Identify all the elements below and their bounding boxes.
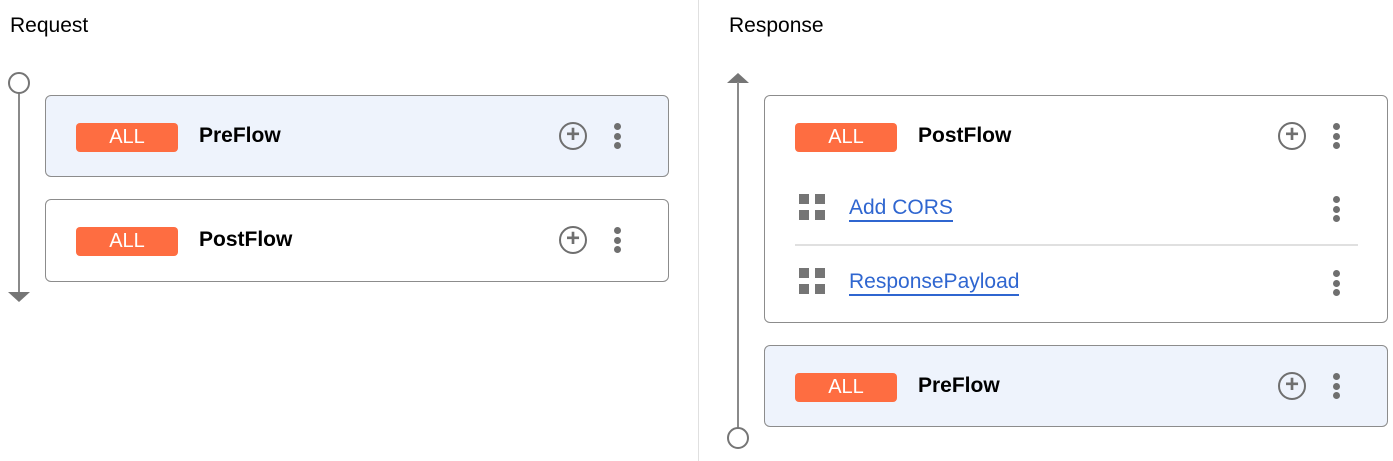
arrow-up-icon	[727, 73, 749, 83]
method-badge: ALL	[76, 123, 178, 152]
more-vert-icon[interactable]	[1332, 270, 1340, 296]
step-link-response-payload[interactable]: ResponsePayload	[849, 270, 1020, 296]
request-postflow-card[interactable]: ALL PostFlow +	[45, 199, 669, 282]
add-step-plus-icon[interactable]: +	[559, 122, 587, 150]
request-title: Request	[10, 14, 89, 37]
method-badge: ALL	[795, 123, 897, 152]
add-step-plus-icon[interactable]: +	[559, 226, 587, 254]
method-badge: ALL	[76, 227, 178, 256]
timeline-end-circle-icon	[727, 427, 749, 449]
add-step-plus-icon[interactable]: +	[1278, 122, 1306, 150]
more-vert-icon[interactable]	[613, 227, 621, 253]
more-vert-icon[interactable]	[1332, 196, 1340, 222]
policy-step-icon	[799, 194, 825, 220]
more-vert-icon[interactable]	[613, 123, 621, 149]
response-postflow-card[interactable]: ALL PostFlow + Add CORS ResponsePayload	[764, 95, 1388, 323]
arrow-down-icon	[8, 292, 30, 302]
step-link-add-cors[interactable]: Add CORS	[849, 196, 953, 222]
panel-divider	[698, 0, 699, 461]
response-title: Response	[729, 14, 824, 37]
flow-name: PostFlow	[199, 228, 293, 251]
request-preflow-card[interactable]: ALL PreFlow +	[45, 95, 669, 177]
response-timeline-line	[737, 82, 739, 428]
flow-name: PostFlow	[918, 124, 1012, 147]
more-vert-icon[interactable]	[1332, 373, 1340, 399]
request-timeline-line	[18, 92, 20, 294]
add-step-plus-icon[interactable]: +	[1278, 372, 1306, 400]
flow-name: PreFlow	[199, 124, 281, 147]
step-divider	[795, 244, 1358, 246]
timeline-start-circle-icon	[8, 72, 30, 94]
policy-step-icon	[799, 268, 825, 294]
flow-name: PreFlow	[918, 374, 1000, 397]
method-badge: ALL	[795, 373, 897, 402]
more-vert-icon[interactable]	[1332, 123, 1340, 149]
response-preflow-card[interactable]: ALL PreFlow +	[764, 345, 1388, 427]
